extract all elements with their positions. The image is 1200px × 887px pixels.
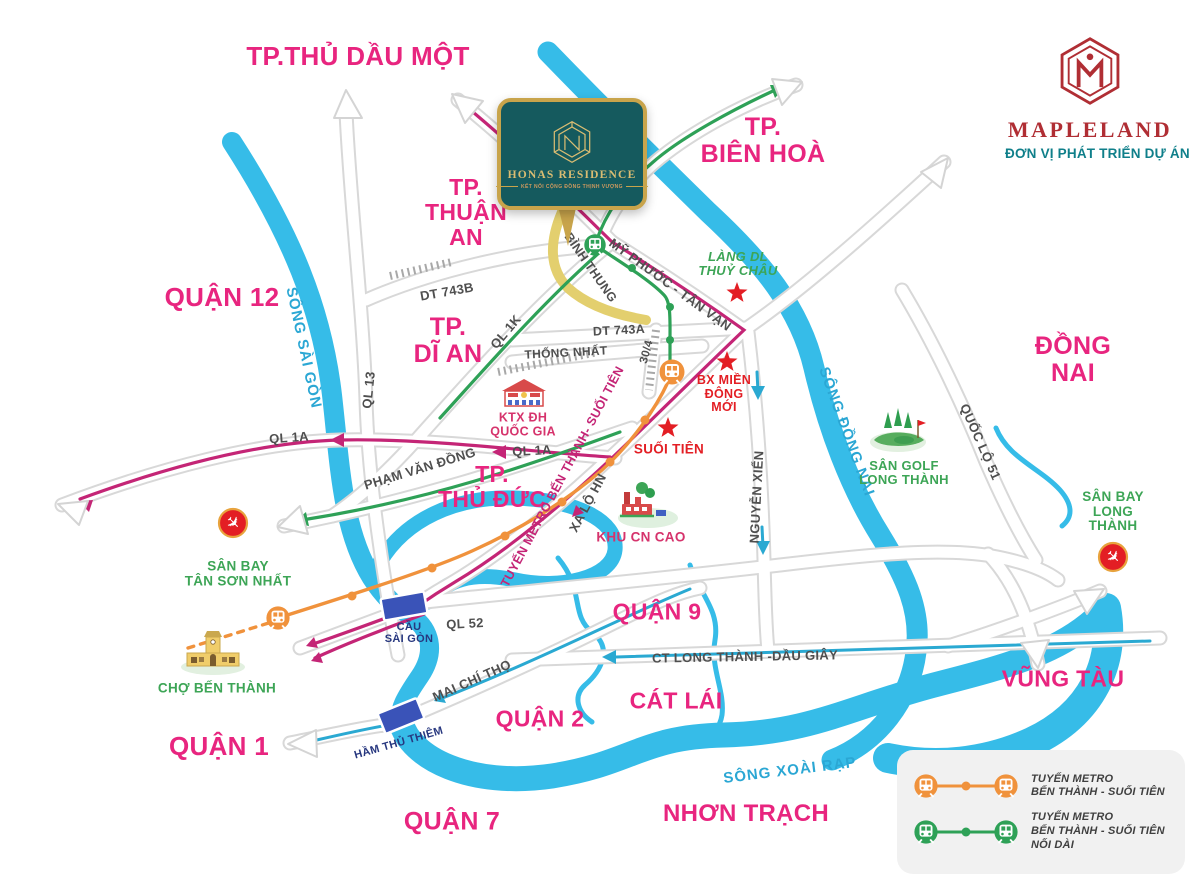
district-label-quan-9: QUẬN 9: [612, 598, 702, 625]
district-label-bien-hoa: TP. BIÊN HOÀ: [700, 113, 826, 168]
project-card: HONAS RESIDENCE KẾT NỐI CỘNG ĐỒNG THỊNH …: [496, 98, 648, 210]
cau-sai-gon-bridge-icon: [379, 590, 429, 622]
landmark-label-sb-tan-son-nhat: SÂN BAY TÂN SƠN NHẤT: [184, 558, 292, 588]
mapleland-logo-icon: [1060, 37, 1120, 105]
tagline-rule-left: [496, 186, 519, 187]
landmark-label-cho-ben-thanh: CHỢ BẾN THÀNH: [157, 680, 277, 696]
district-label-quan-7: QUẬN 7: [403, 807, 501, 836]
road-binh-thung: [548, 207, 651, 325]
road-label-ql-1a-west: QL 1A: [268, 428, 310, 447]
metro-station-icon-suoi-tien: [658, 358, 686, 386]
legend: TUYẾN METRO BẾN THÀNH - SUỐI TIÊN TUYẾN …: [897, 750, 1185, 874]
airport-icon-tan-son-nhat: [217, 507, 249, 539]
district-label-thu-dau-mot: TP.THỦ DẦU MỘT: [246, 40, 470, 71]
tagline-rule-right: [625, 186, 648, 187]
district-label-thu-duc: TP. THỦ ĐỨC: [437, 461, 547, 512]
district-label-dong-nai: ĐỒNG NAI: [1034, 332, 1112, 387]
legend-metro-main-icon: [913, 773, 1019, 799]
golf-icon-long-thanh: [870, 408, 926, 452]
district-label-vung-tau: VŨNG TÀU: [1001, 665, 1125, 692]
legend-metro-extension-icon: [913, 819, 1019, 845]
district-label-quan-12: QUẬN 12: [164, 281, 280, 312]
legend-row-metro-extension: TUYẾN METRO BẾN THÀNH - SUỐI TIÊN NỐI DÀ…: [897, 811, 1185, 852]
legend-row-metro-main: TUYẾN METRO BẾN THÀNH - SUỐI TIÊN: [897, 771, 1185, 801]
legend-label-metro-main: TUYẾN METRO BẾN THÀNH - SUỐI TIÊN: [1031, 772, 1165, 799]
developer-brand-name: MAPLELAND: [1007, 117, 1173, 142]
landmark-label-bx-mien-dong: BX MIỀN ĐÔNG MỚI: [696, 372, 752, 414]
airport-icon-long-thanh: [1097, 541, 1129, 573]
metro-station-icon-west: [265, 605, 291, 631]
landmark-label-khu-cn-cao: KHU CN CAO: [596, 529, 686, 545]
district-label-quan-2: QUẬN 2: [495, 705, 585, 732]
district-label-thuan-an: TP. THUẬN AN: [425, 173, 507, 250]
road-label-ql-52: QL 52: [445, 615, 485, 632]
district-label-quan-1: QUẬN 1: [168, 730, 270, 761]
project-card-tagline-row: KẾT NỐI CỘNG ĐỒNG THỊNH VƯỢNG: [496, 184, 648, 190]
project-card-pointer: [556, 198, 578, 246]
district-label-cat-lai: CÁT LÁI: [629, 687, 723, 714]
river-song-xoai-rap: [388, 595, 1119, 792]
star-icon-thuy-chau: [726, 282, 748, 302]
landmark-label-ktx: KTX ĐH QUỐC GIA: [490, 410, 556, 438]
district-label-nhon-trach: NHƠN TRẠCH: [662, 800, 830, 828]
landmark-label-sb-long-thanh: SÂN BAY LONG THÀNH: [1082, 489, 1144, 534]
project-card-tagline: KẾT NỐI CỘNG ĐỒNG THỊNH VƯỢNG: [521, 183, 623, 190]
developer-role: ĐƠN VỊ PHÁT TRIỂN DỰ ÁN: [1005, 146, 1190, 161]
district-label-di-an: TP. DĨ AN: [413, 313, 483, 368]
ktx-building-icon: [502, 379, 546, 407]
landmark-label-cau-sai-gon: CẦU SÀI GÒN: [384, 621, 434, 645]
market-icon-ben-thanh: [181, 631, 245, 675]
landmark-label-san-golf: SÂN GOLF LONG THÀNH: [859, 457, 949, 487]
road-label-ql-1a-east: QL 1A: [511, 441, 553, 460]
honas-logo-icon: [553, 120, 591, 163]
metro-line-orange: [186, 380, 670, 650]
developer-logo-block: MAPLELAND ĐƠN VỊ PHÁT TRIỂN DỰ ÁN: [1005, 34, 1190, 161]
ham-thu-thiem-tunnel-icon: [376, 697, 426, 735]
direction-arrows: [57, 78, 1105, 758]
landmark-label-thuy-chau: LÀNG DL THUỶ CHÂU: [698, 248, 778, 278]
landmark-label-suoi-tien: SUỐI TIÊN: [633, 441, 705, 457]
railway-hatches: [389, 258, 660, 391]
project-card-title: HONAS RESIDENCE: [507, 168, 637, 181]
road-label-dt-743a: DT 743A: [592, 321, 646, 339]
legend-label-metro-extension: TUYẾN METRO BẾN THÀNH - SUỐI TIÊN NỐI DÀ…: [1031, 811, 1165, 851]
factory-icon-khu-cn-cao: [618, 482, 678, 528]
